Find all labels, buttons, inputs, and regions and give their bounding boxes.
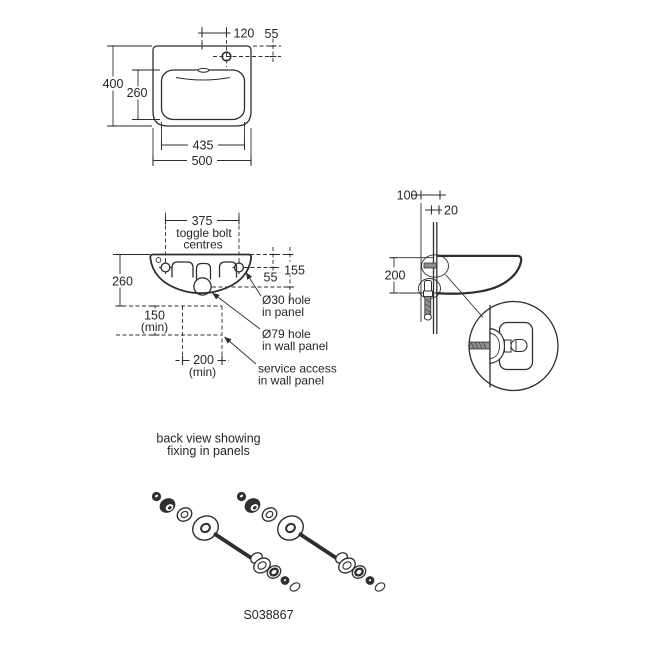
dim-tap-edge-label: 55 — [265, 27, 279, 41]
bolt-hole-right-icon — [232, 261, 246, 274]
label-bolt-hole-line1: Ø30 hole — [262, 293, 311, 307]
front-elevation-view: 120 55 400 260 435 — [99, 27, 281, 168]
toggle-wing-icon — [250, 552, 271, 574]
leader-service-access — [224, 336, 257, 365]
dim-bolt-drop-label: 55 — [264, 271, 278, 285]
dim-fixing-drop-label: 200 — [385, 269, 406, 283]
bolt-note-line2: centres — [183, 238, 222, 252]
waste-rod-icon — [423, 296, 432, 321]
dim-panel-thickness-label: 20 — [444, 204, 458, 218]
bowl-back-edge — [175, 77, 231, 81]
dim-overall-height-label: 400 — [103, 77, 124, 91]
large-washer-icon — [192, 515, 219, 541]
part-number: S038867 — [243, 608, 293, 622]
overflow-hole-icon — [155, 257, 162, 263]
bolt-side-icon — [423, 262, 437, 269]
label-service-line1: service access — [258, 362, 337, 376]
exploded-caption-line1: back view showing — [156, 432, 260, 446]
exploded-fixings-view: back view showing fixing in panels — [151, 432, 389, 595]
dim-overall-width-label: 500 — [192, 154, 213, 168]
dim-tap-offset-label: 120 — [234, 27, 255, 41]
fixing-detail-circle — [468, 300, 559, 392]
dim-clearance-width-label: 200 — [193, 353, 214, 367]
basin-back-outline — [149, 253, 253, 295]
basin-side-profile — [436, 254, 523, 295]
detail-toggle-bolt-icon — [469, 327, 528, 365]
overflow-icon — [197, 67, 210, 73]
dim-depth-label: 260 — [112, 275, 133, 289]
dim-clearance-height-label: 150 — [144, 309, 165, 323]
cap-ring-icon — [289, 582, 301, 592]
side-section-view: 100 20 200 — [381, 189, 523, 334]
basin-bowl-outline — [160, 69, 246, 121]
flanged-nut-icon — [159, 498, 176, 513]
toggle-fixing-assembly-2 — [234, 489, 389, 595]
leader-waste-hole — [212, 292, 261, 330]
waste-hole-icon — [193, 277, 212, 296]
label-bolt-hole-line2: in panel — [262, 305, 304, 319]
label-waste-hole-line2: in wall panel — [262, 339, 328, 353]
dim-clearance-width-min: (min) — [189, 365, 216, 379]
rib-channel-right — [218, 261, 238, 278]
dim-bolt-centres-label: 375 — [192, 214, 213, 228]
dim-wall-gap-label: 100 — [397, 189, 418, 203]
dim-bowl-width-label: 435 — [193, 139, 214, 153]
basin-outline — [152, 45, 252, 127]
detail-circle-outline — [468, 300, 559, 392]
rib-channel-left — [171, 261, 194, 278]
label-waste-hole-line1: Ø79 hole — [262, 327, 311, 341]
bolt-note-line1: toggle bolt — [176, 226, 232, 240]
fixing-indicator-ellipse — [421, 254, 449, 278]
label-service-line2: in wall panel — [258, 374, 324, 388]
threaded-rod-icon — [212, 531, 255, 562]
dim-waste-drop-label: 155 — [284, 264, 305, 278]
dim-bowl-height-label: 260 — [127, 86, 148, 100]
toggle-fixing-assembly — [151, 491, 301, 592]
exploded-caption-line2: fixing in panels — [167, 444, 250, 458]
grommet-washer-icon — [266, 565, 282, 579]
bolt-hole-left-icon — [159, 261, 172, 274]
rib-channel-center — [195, 262, 212, 280]
dim-clearance-height-min: (min) — [141, 320, 168, 334]
washer-icon — [176, 507, 193, 522]
leader-bolt-hole — [245, 272, 262, 297]
back-panel-view: 375 toggle bolt centres 260 150 (min) 20… — [108, 212, 337, 388]
